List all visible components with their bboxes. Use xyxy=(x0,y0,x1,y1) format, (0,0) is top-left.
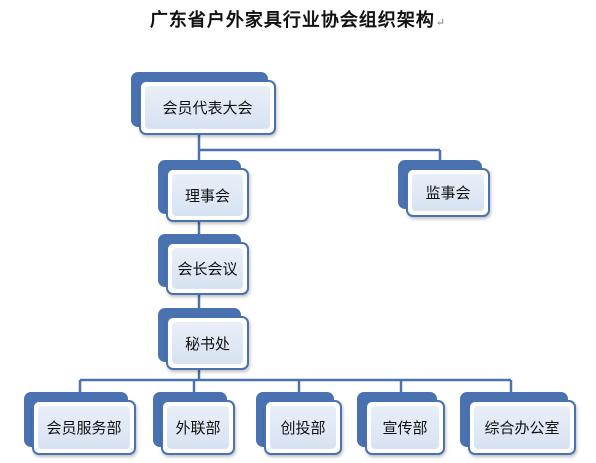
node-secretariat: 秘书处 xyxy=(158,308,249,370)
node-external-relations: 外联部 xyxy=(153,392,235,455)
node-publicity: 宣传部 xyxy=(357,392,445,455)
node-supervisory: 监事会 xyxy=(398,160,490,217)
node-president-meeting-label: 会长会议 xyxy=(177,260,238,278)
node-general-office-label: 综合办公室 xyxy=(484,419,560,437)
node-member-services: 会员服务部 xyxy=(24,392,136,455)
title-text: 广东省户外家具行业协会组织架构 xyxy=(149,10,435,31)
node-external-relations-label: 外联部 xyxy=(175,419,221,437)
node-innovation-investment: 创投部 xyxy=(256,392,342,455)
node-assembly-label: 会员代表大会 xyxy=(162,99,253,117)
page-title: 广东省户外家具行业协会组织架构↵ xyxy=(0,6,596,32)
node-president-meeting: 会长会议 xyxy=(158,234,249,295)
node-council-label: 理事会 xyxy=(184,186,230,205)
node-publicity-label: 宣传部 xyxy=(382,419,428,437)
node-assembly: 会员代表大会 xyxy=(131,72,276,135)
node-supervisory-label: 监事会 xyxy=(425,184,471,202)
node-secretariat-label: 秘书处 xyxy=(184,334,230,353)
paragraph-mark-icon: ↵ xyxy=(435,16,447,29)
node-innovation-investment-label: 创投部 xyxy=(280,419,326,437)
node-general-office: 综合办公室 xyxy=(460,392,576,455)
node-council: 理事会 xyxy=(158,160,249,222)
node-member-services-label: 会员服务部 xyxy=(46,419,122,437)
